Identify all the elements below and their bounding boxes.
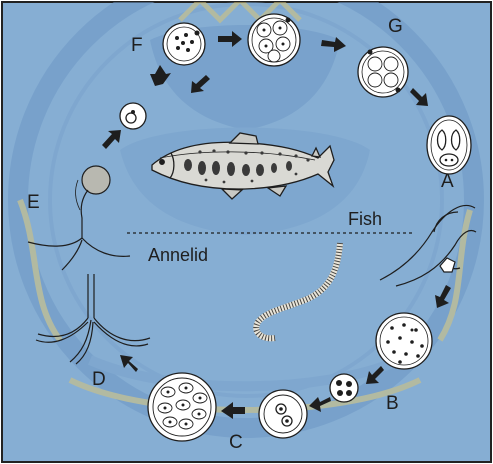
label-stage-e: E — [27, 193, 40, 212]
label-stage-f: F — [131, 36, 143, 55]
label-stage-g: G — [388, 17, 403, 36]
label-stage-a: A — [441, 172, 454, 191]
label-stage-d: D — [92, 370, 106, 389]
label-stage-b: B — [386, 394, 399, 413]
label-stage-c: C — [229, 433, 243, 452]
label-host-annelid: Annelid — [148, 246, 208, 264]
label-host-fish: Fish — [348, 210, 382, 228]
